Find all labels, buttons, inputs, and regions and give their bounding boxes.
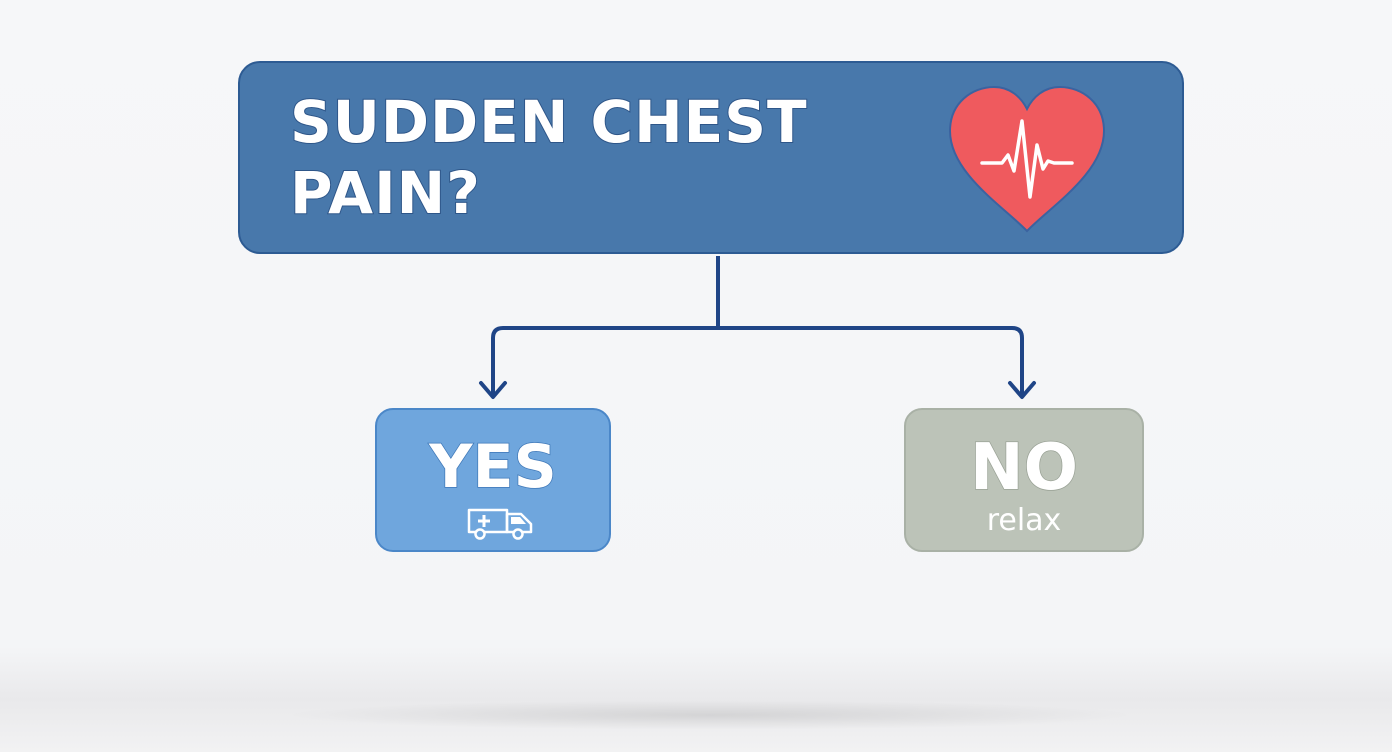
no-box: NO relax — [904, 408, 1144, 552]
floor-shadow — [280, 700, 1140, 730]
relax-label: relax — [986, 503, 1062, 538]
yes-label: YES — [428, 431, 557, 503]
question-text: SUDDEN CHEST PAIN? — [289, 87, 808, 228]
heart-icon — [948, 85, 1106, 233]
question-box: SUDDEN CHEST PAIN? — [238, 61, 1184, 254]
connector-to-yes — [491, 326, 718, 394]
connector-to-no — [718, 326, 1024, 394]
arrowhead-no — [1008, 381, 1036, 399]
yes-box: YES — [375, 408, 611, 552]
ambulance-icon — [467, 508, 533, 540]
no-label: NO — [969, 431, 1078, 505]
heartbeat-line — [980, 119, 1074, 199]
arrowhead-yes — [479, 381, 507, 399]
